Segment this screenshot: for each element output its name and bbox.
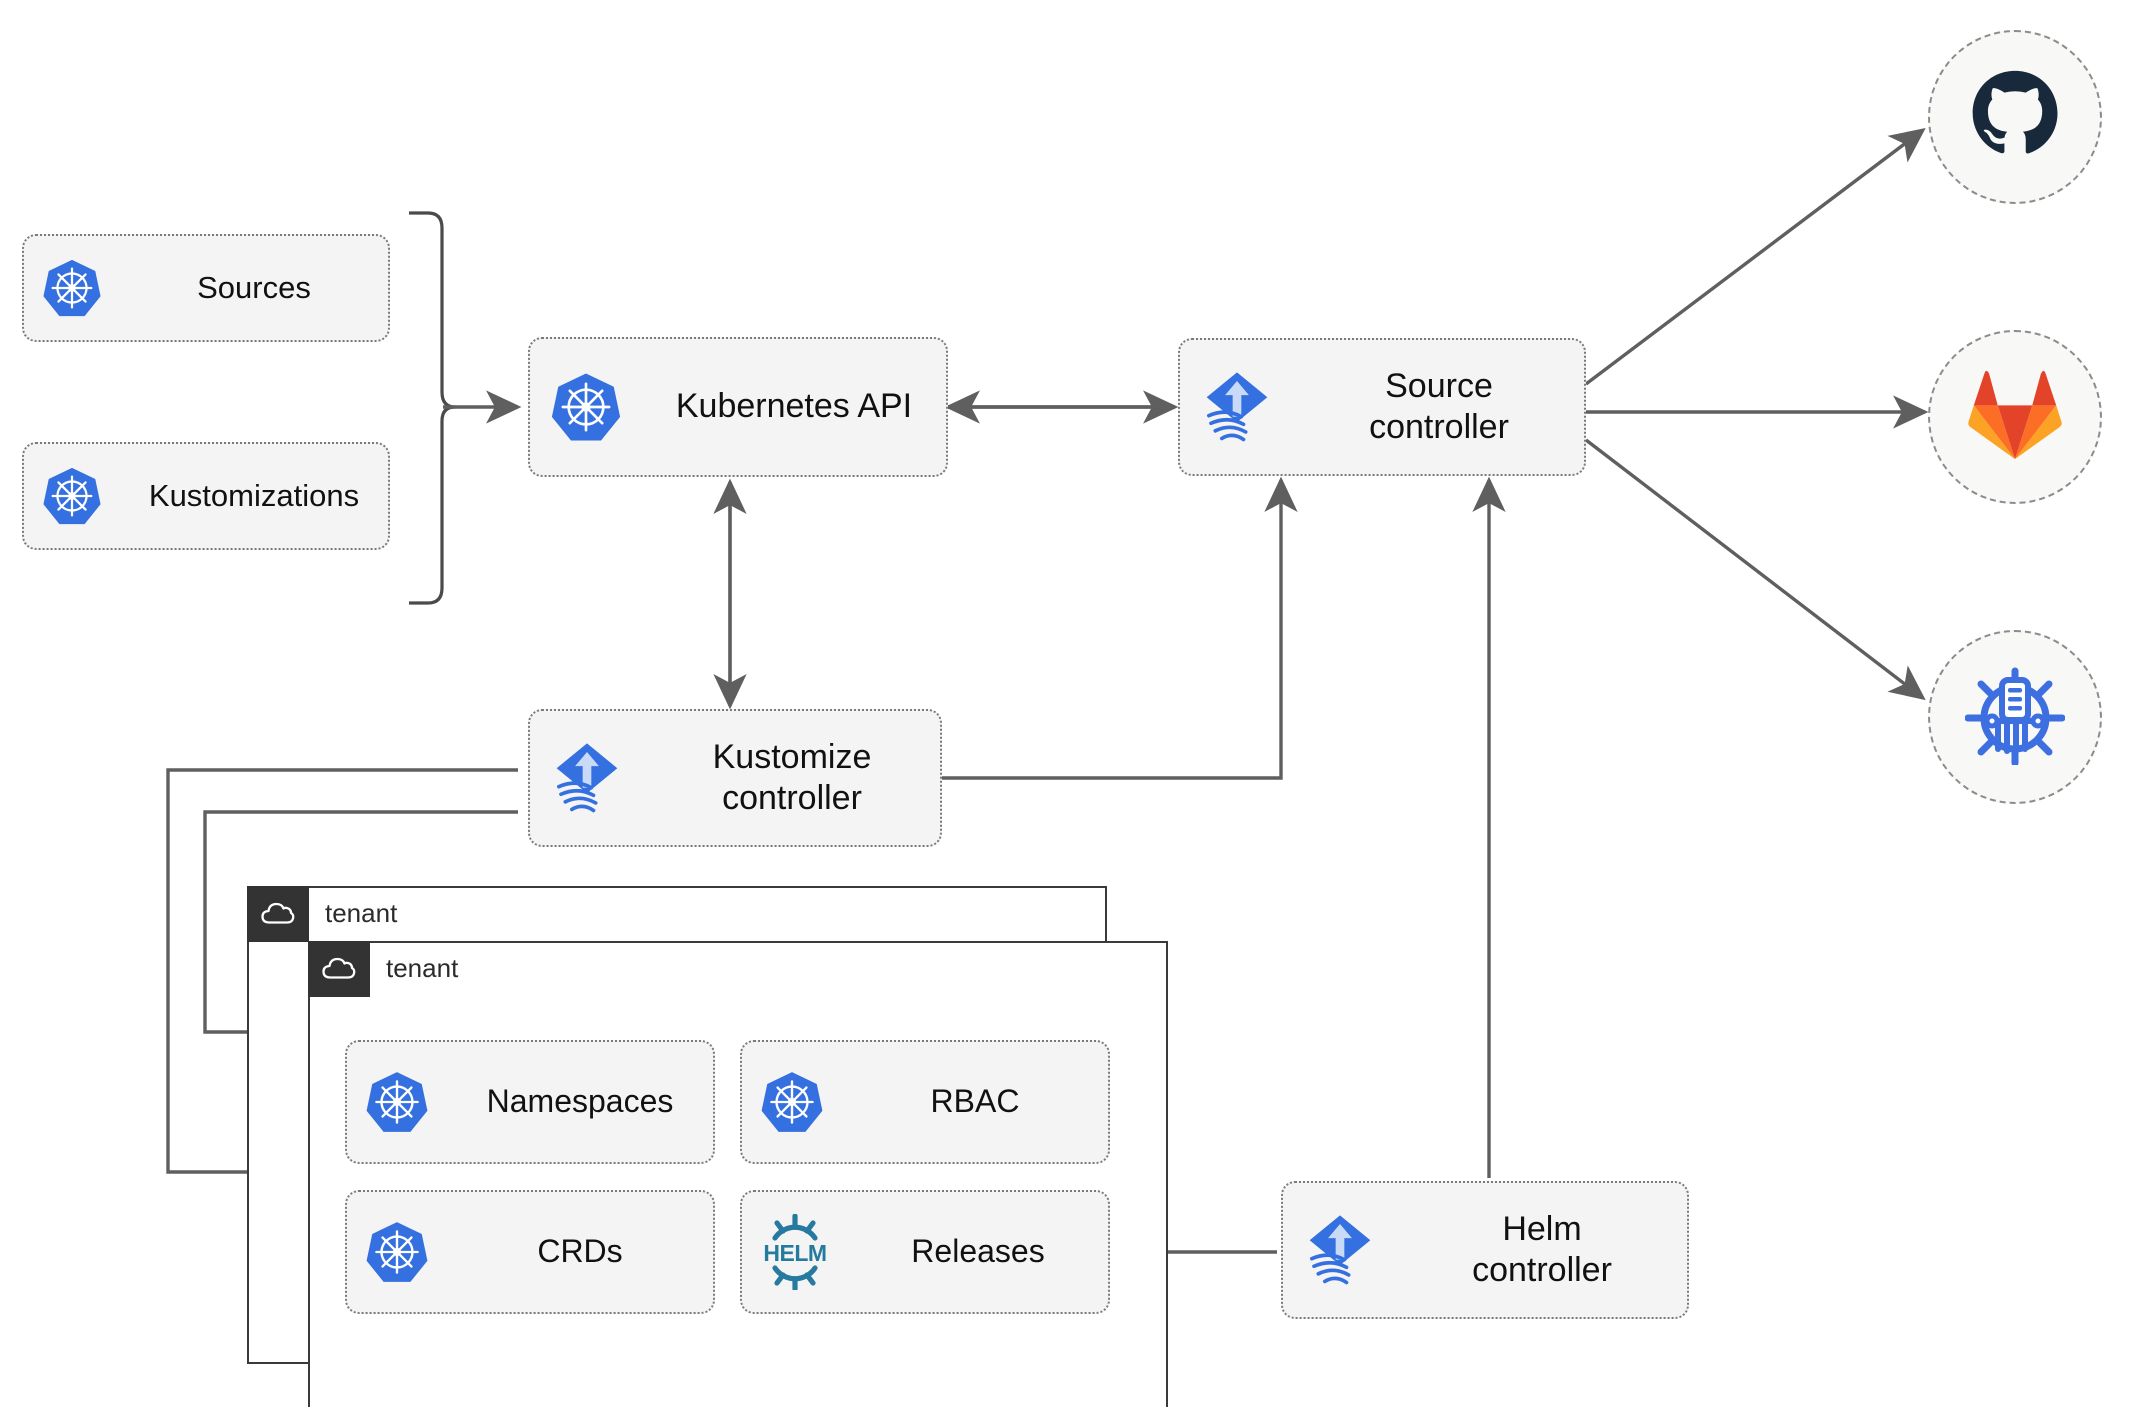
tile-rbac-label: RBAC: [930, 1083, 1020, 1120]
node-source-controller-label: Source controller: [1369, 366, 1509, 446]
tenant-title-inner: tenant: [386, 953, 459, 983]
node-helm-controller-label: Helm controller: [1472, 1209, 1612, 1289]
flux-icon: [1180, 368, 1294, 446]
tenant-title-outer: tenant: [325, 898, 398, 928]
kubernetes-icon: [347, 1219, 447, 1285]
node-kustomizations-label: Kustomizations: [148, 478, 360, 514]
kubernetes-icon: [347, 1069, 447, 1135]
kubernetes-icon: [530, 370, 642, 444]
node-helm-controller[interactable]: Helm controller: [1281, 1181, 1689, 1319]
flux-icon: [1283, 1211, 1397, 1289]
node-kustomize-controller[interactable]: Kustomize controller: [528, 709, 942, 847]
cloud-icon: [246, 885, 309, 942]
flux-icon: [530, 739, 644, 817]
endpoint-gitlab[interactable]: [1928, 330, 2102, 504]
node-sources-label: Sources: [197, 270, 311, 306]
tenant-container-inner[interactable]: tenant: [307, 940, 1168, 1407]
kubernetes-icon: [24, 465, 120, 527]
tile-crds[interactable]: CRDs: [345, 1190, 715, 1314]
tile-crds-label: CRDs: [537, 1233, 623, 1270]
tile-namespaces[interactable]: Namespaces: [345, 1040, 715, 1164]
tile-releases-label: Releases: [911, 1233, 1045, 1270]
gitlab-icon: [1967, 369, 2063, 466]
endpoint-github[interactable]: [1928, 30, 2102, 204]
kubernetes-icon: [24, 257, 120, 319]
tile-releases[interactable]: HELM Releases: [740, 1190, 1110, 1314]
node-kustomize-controller-label: Kustomize controller: [712, 737, 872, 817]
node-source-controller[interactable]: Source controller: [1178, 338, 1586, 476]
tile-rbac[interactable]: RBAC: [740, 1040, 1110, 1164]
tile-namespaces-label: Namespaces: [486, 1083, 674, 1120]
helm-registry-icon: [1964, 665, 2066, 770]
github-icon: [1969, 69, 2061, 166]
helm-icon: HELM: [742, 1214, 848, 1290]
node-sources[interactable]: Sources: [22, 234, 390, 342]
kubernetes-icon: [742, 1069, 842, 1135]
node-kubernetes-api[interactable]: Kubernetes API: [528, 337, 948, 477]
cloud-icon: [307, 940, 370, 997]
node-kubernetes-api-label: Kubernetes API: [675, 387, 913, 426]
node-kustomizations[interactable]: Kustomizations: [22, 442, 390, 550]
endpoint-helm-repository[interactable]: [1928, 630, 2102, 804]
svg-text:HELM: HELM: [763, 1240, 826, 1266]
